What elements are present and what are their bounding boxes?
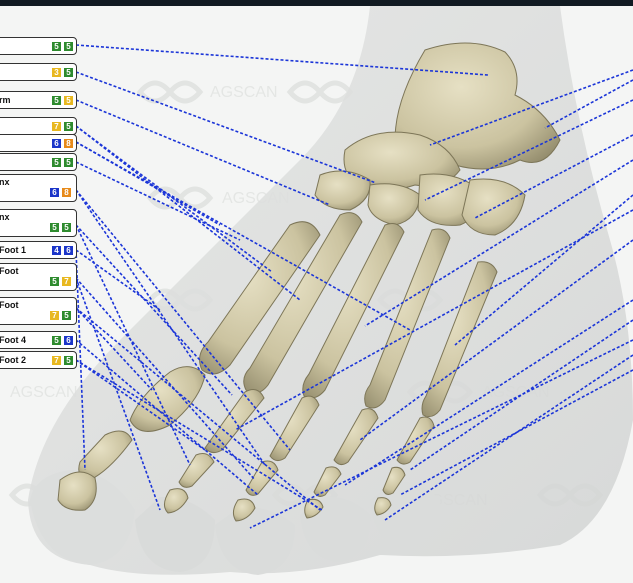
score-badge: 8 xyxy=(61,187,72,198)
label-box[interactable]: Foot 7 5 xyxy=(0,297,77,325)
score-badge: 6 xyxy=(49,187,60,198)
foot-skin xyxy=(28,6,633,575)
score-badge: 5 xyxy=(61,222,72,233)
score-badge: 5 xyxy=(49,222,60,233)
label-badges: 5 5 xyxy=(51,157,76,168)
watermark-brand: AGSCAN xyxy=(210,84,278,101)
label-badges: 4 6 xyxy=(51,245,76,256)
label-badges: 5 5 xyxy=(51,41,76,52)
score-badge: 7 xyxy=(51,121,62,132)
label-badges: 3 5 xyxy=(51,67,76,78)
label-text: Foot 4 xyxy=(0,335,51,345)
label-box[interactable]: 7 5 xyxy=(0,117,77,135)
label-text: nx xyxy=(0,212,76,222)
label-box[interactable]: Foot 2 7 5 xyxy=(0,351,77,369)
score-badge: 5 xyxy=(51,95,62,106)
label-badges: 5 6 xyxy=(51,335,76,346)
score-badge: 5 xyxy=(63,67,74,78)
label-badges: 5 5 xyxy=(49,222,74,233)
label-badges: 7 5 xyxy=(51,121,76,132)
score-badge: 5 xyxy=(51,41,62,52)
score-badge: 5 xyxy=(63,157,74,168)
score-badge: 8 xyxy=(63,138,74,149)
score-badge: 4 xyxy=(51,245,62,256)
label-box[interactable]: 5 5 xyxy=(0,37,77,55)
label-box[interactable]: Foot 4 5 6 xyxy=(0,331,77,349)
label-badges: 7 5 xyxy=(51,355,76,366)
label-text: nx xyxy=(0,177,76,187)
score-badge: 6 xyxy=(63,245,74,256)
label-badges: 6 8 xyxy=(51,138,76,149)
score-badge: 5 xyxy=(63,121,74,132)
label-text: Foot xyxy=(0,266,76,276)
label-box[interactable]: nx 6 8 xyxy=(0,174,77,202)
label-box[interactable]: 3 5 xyxy=(0,63,77,81)
label-box[interactable]: Foot 5 7 xyxy=(0,263,77,291)
label-badges: 7 5 xyxy=(49,310,74,321)
score-badge: 7 xyxy=(49,310,60,321)
label-box[interactable]: 6 8 xyxy=(0,134,77,152)
score-badge: 5 xyxy=(61,310,72,321)
label-box[interactable]: Foot 1 4 6 xyxy=(0,241,77,259)
score-badge: 3 xyxy=(51,67,62,78)
label-badges: 5 7 xyxy=(49,276,74,287)
label-text: Foot 2 xyxy=(0,355,51,365)
score-badge: 6 xyxy=(63,335,74,346)
score-badge: 7 xyxy=(51,355,62,366)
score-badge: 5 xyxy=(51,157,62,168)
score-badge: 7 xyxy=(61,276,72,287)
label-box[interactable]: 5 5 xyxy=(0,153,77,171)
score-badge: 6 xyxy=(51,138,62,149)
watermark-brand-3: AGSCAN xyxy=(10,384,78,401)
label-text: rm xyxy=(0,95,51,105)
score-badge: 5 xyxy=(49,276,60,287)
score-badge: 5 xyxy=(63,355,74,366)
label-text: Foot xyxy=(0,300,76,310)
score-badge: 5 xyxy=(63,95,74,106)
label-badges: 5 5 xyxy=(51,95,76,106)
score-badge: 5 xyxy=(63,41,74,52)
label-box[interactable]: nx 5 5 xyxy=(0,209,77,237)
label-text: Foot 1 xyxy=(0,245,51,255)
label-badges: 6 8 xyxy=(49,187,74,198)
label-box[interactable]: rm 5 5 xyxy=(0,91,77,109)
score-badge: 5 xyxy=(51,335,62,346)
